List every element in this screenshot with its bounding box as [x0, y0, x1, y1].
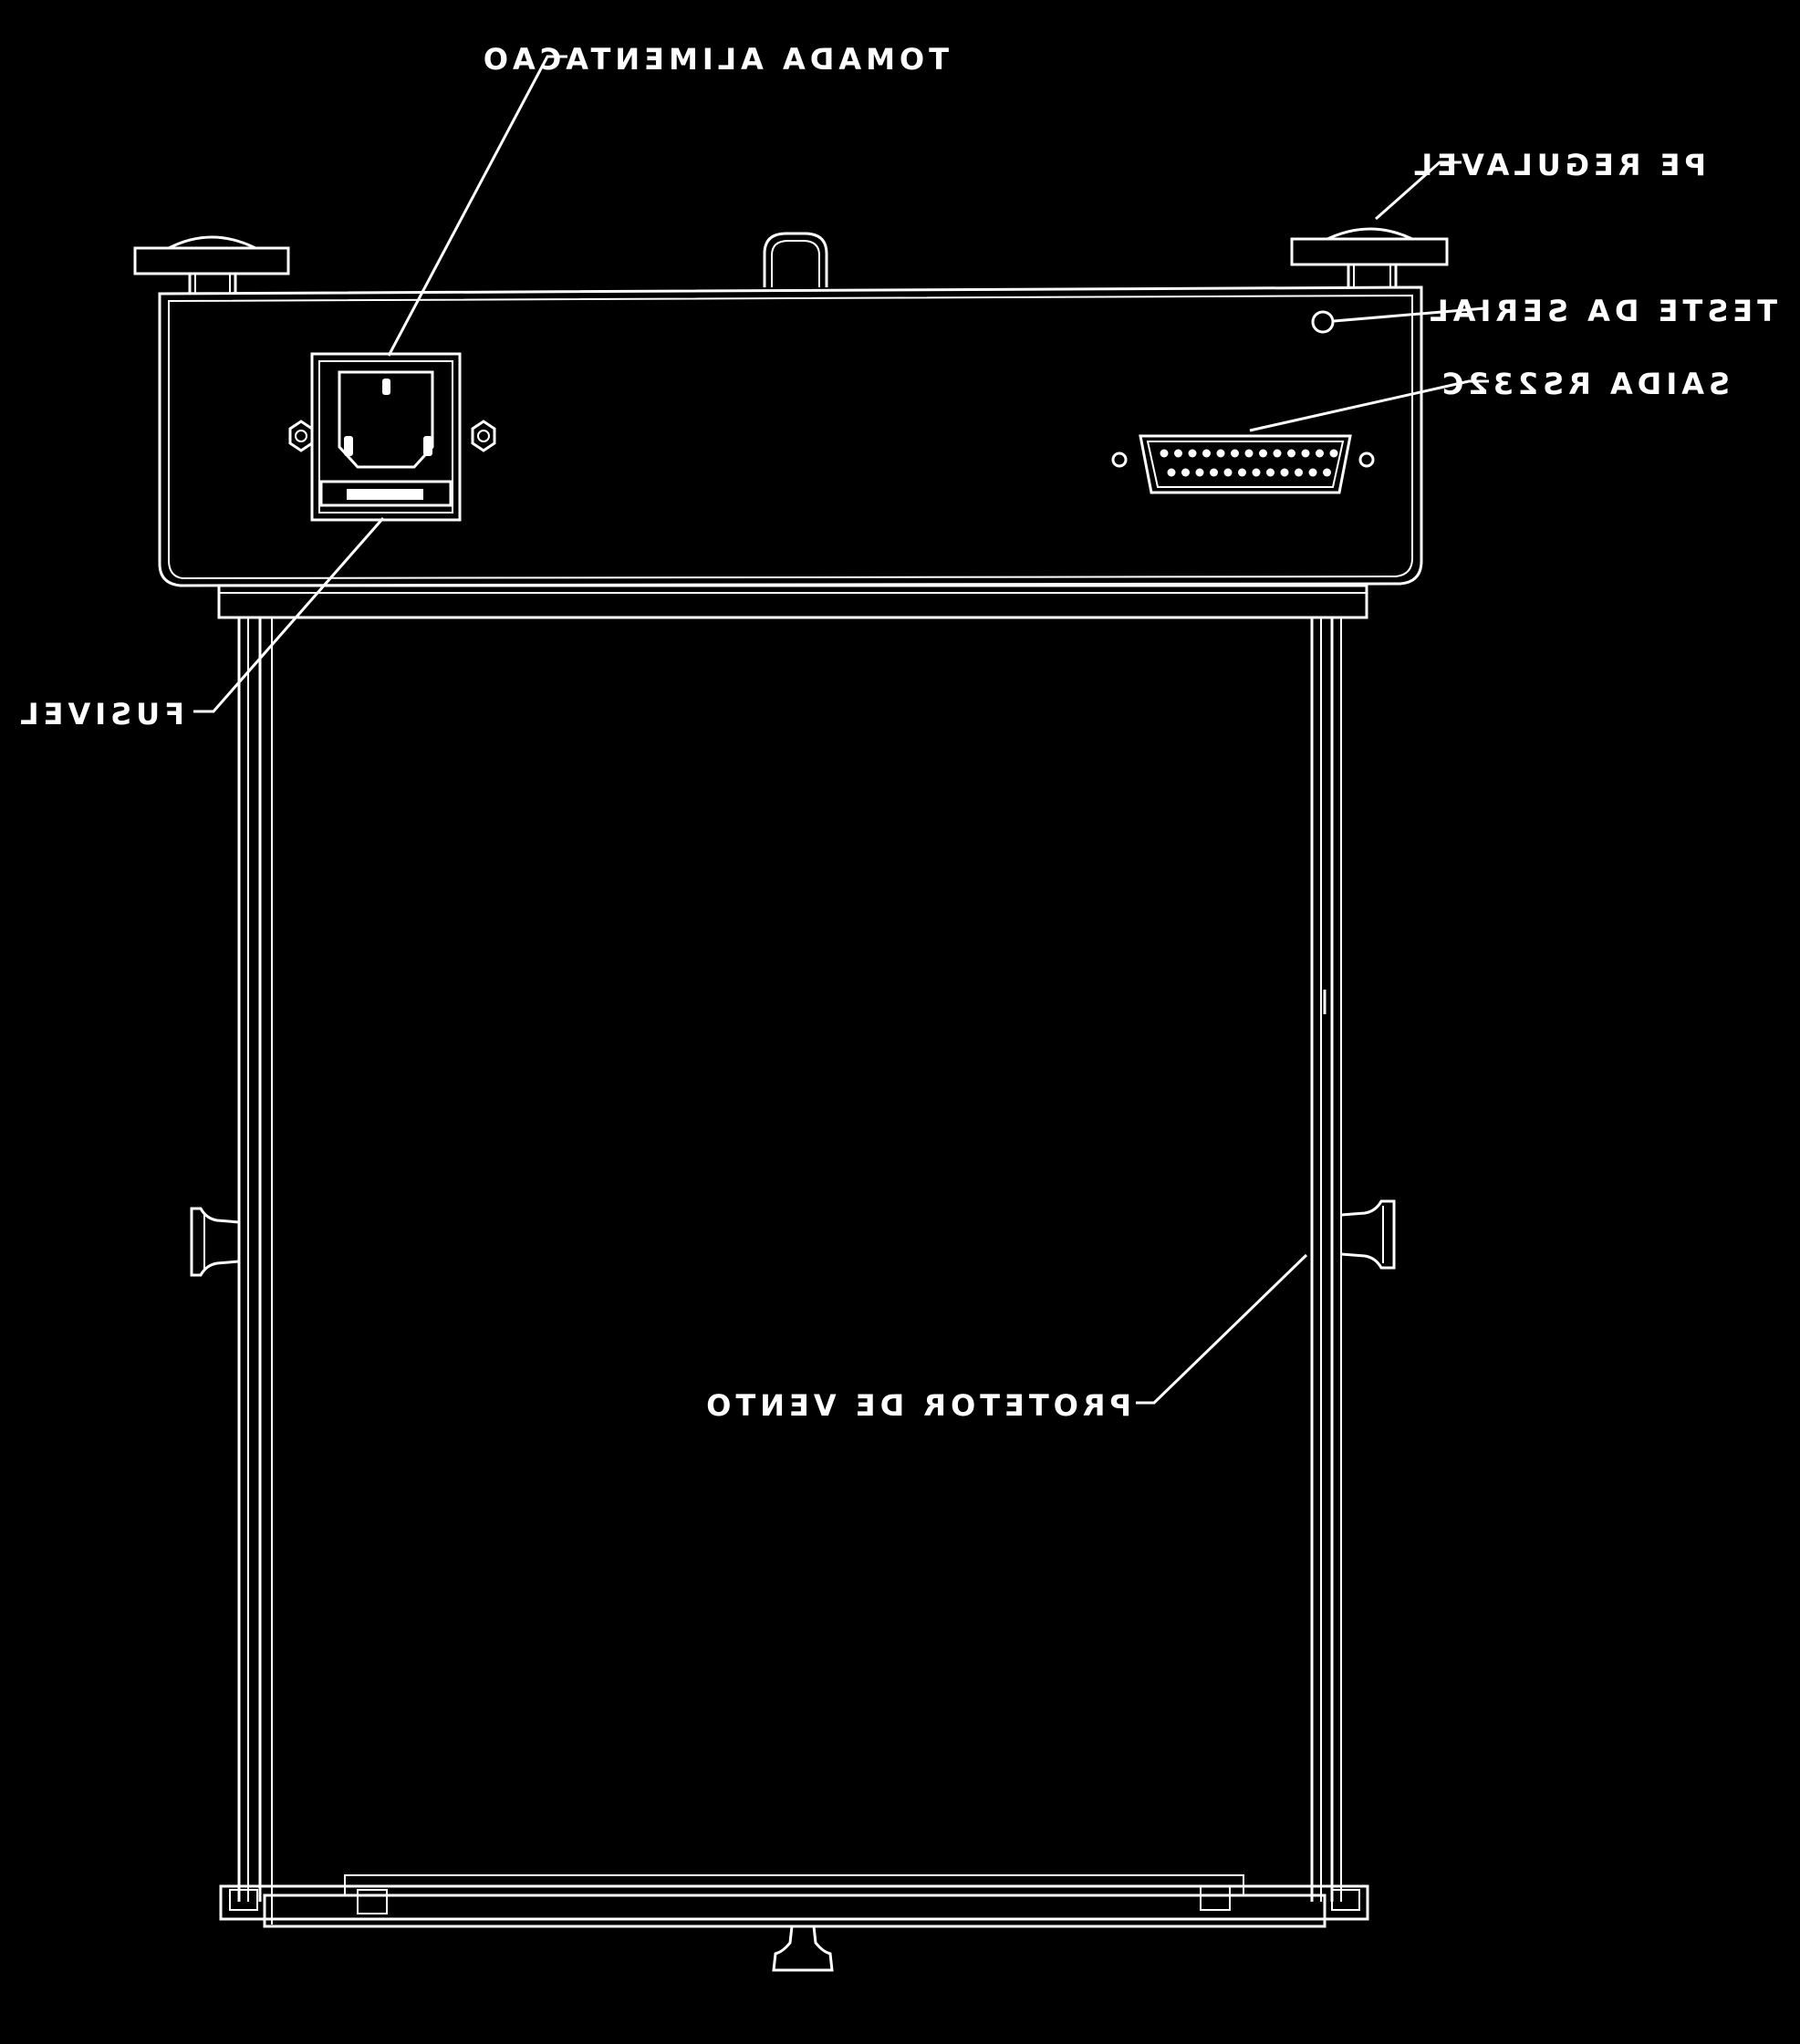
db25-pin: [1195, 468, 1204, 477]
db25-pin: [1223, 468, 1233, 477]
top-handle: [763, 232, 828, 287]
db25-pin: [1210, 468, 1218, 477]
label-power-socket: TOMADA ALIMENTACAO: [479, 42, 949, 77]
socket-screw-right: [471, 420, 496, 452]
db25-pin: [1273, 449, 1282, 458]
label-serial-test: TESTE DA SERIAL: [1425, 294, 1777, 328]
db25-pin: [1181, 468, 1190, 477]
db25-pin: [1238, 468, 1246, 477]
db25-pin: [1231, 449, 1239, 458]
power-socket: [288, 352, 496, 522]
serial-test-indicator: [1311, 310, 1335, 334]
db25-pin: [1301, 449, 1310, 458]
db25-pin: [1323, 468, 1331, 477]
right-side-knob: [1340, 1199, 1396, 1270]
db25-pin: [1188, 449, 1197, 458]
db25-pin: [1280, 468, 1289, 477]
db25-pins-row-1: [1160, 449, 1338, 458]
socket-screw-left: [288, 420, 314, 452]
db25-pin: [1295, 468, 1303, 477]
left-adjustable-foot: [133, 235, 290, 294]
db25-pin: [1216, 449, 1225, 458]
db25-pin: [1160, 449, 1169, 458]
leader-lines: [193, 55, 1489, 1405]
db25-pin: [1202, 449, 1211, 458]
label-wind-protector: PROTETOR DE VENTO: [702, 1388, 1131, 1423]
db25-pin: [1244, 449, 1254, 458]
db25-pin: [1167, 468, 1176, 477]
label-rs232-output: SAIDA RS232C: [1438, 367, 1730, 401]
bottom-knob: [772, 1925, 834, 1972]
labels: TOMADA ALIMENTACAO PE REGULAVEL TESTE DA…: [16, 42, 1777, 1423]
label-adjustable-foot: PE REGULAVEL: [1410, 148, 1706, 182]
right-adjustable-foot: [1290, 227, 1449, 287]
db25-pins-row-2: [1167, 468, 1331, 477]
db25-pin: [1259, 449, 1267, 458]
db25-pin: [1316, 449, 1324, 458]
left-side-knob: [190, 1207, 240, 1277]
db25-pin: [1174, 449, 1182, 458]
db25-pin: [1329, 449, 1338, 458]
db25-pin: [1252, 468, 1261, 477]
db25-pin: [1287, 449, 1295, 458]
wind-protector-frame: [219, 617, 1369, 1928]
rs232-db25-connector: [1111, 434, 1375, 494]
db25-pin: [1266, 468, 1275, 477]
label-fuse: FUSIVEL: [16, 697, 184, 731]
control-box: [158, 285, 1423, 619]
db25-pin: [1308, 468, 1317, 477]
